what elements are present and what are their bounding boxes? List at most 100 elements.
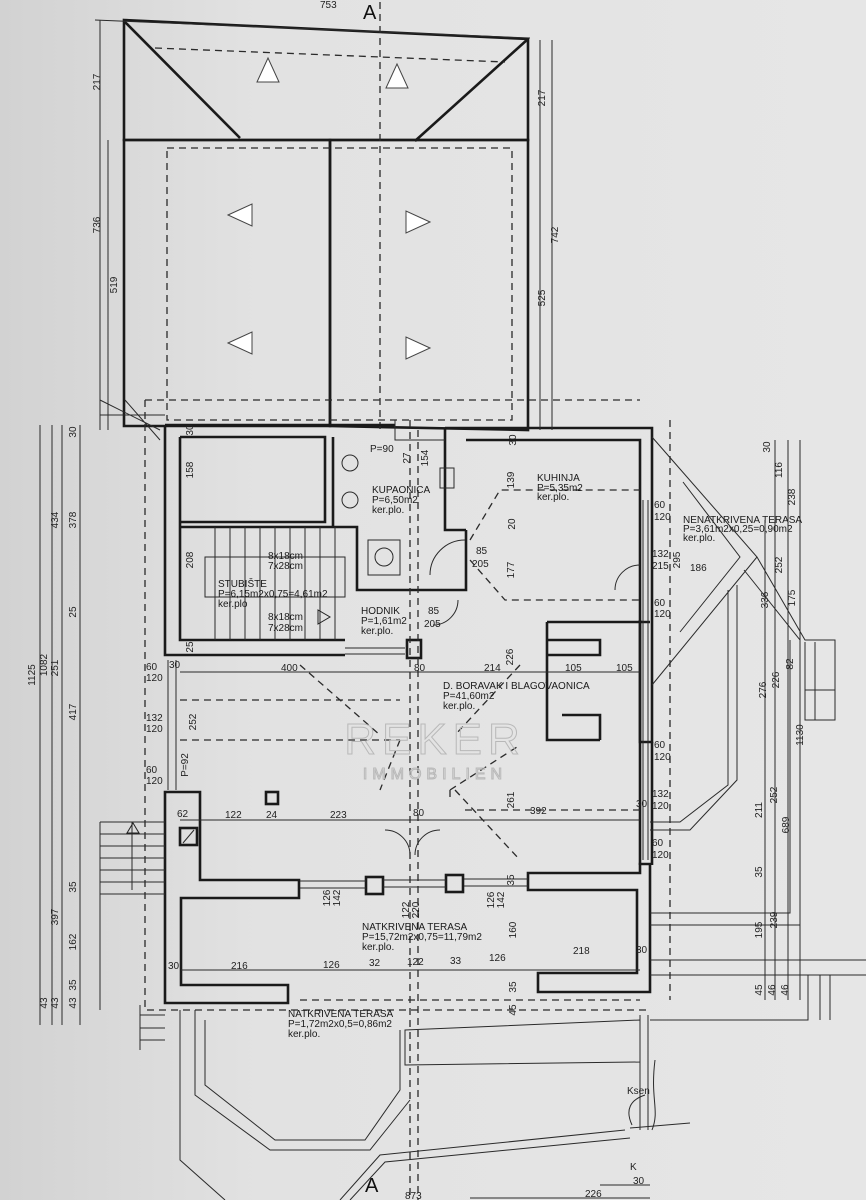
room-area: P=41,60m2 [443,691,495,702]
dimension-label: 35 [68,881,79,893]
dimension-label: 214 [484,663,501,674]
slope-arrow-left-icon [226,331,253,355]
dimension-label: 122 [407,957,424,968]
dimension-label: 20 [507,518,518,530]
stair-riser-note: 8x18cm [268,551,303,562]
dimension-label: 30 [169,660,181,671]
dimension-label: 1130 [795,724,806,746]
dimension-label: 132 [652,549,669,560]
watermark-logo: REKER IMMOBILIEN [344,715,526,784]
room-kupaonica: KUPAONICA P=6,50m2 ker.plo. [372,485,430,516]
dimension-label: 226 [771,671,782,688]
room-floor: ker.plo [218,599,248,610]
dimension-label: 132 [652,789,669,800]
slope-arrow-left-icon [226,203,253,227]
stair-notes: 8x18cm 7x28cm 8x18cm 7x28cm [268,551,303,634]
dimension-label: 216 [231,961,248,972]
room-area: P=15,72m2x0,75=11,79m2 [362,932,482,943]
room-name: HODNIK [361,606,400,617]
dimension-label: 122 [401,901,412,918]
dimension-label: 378 [68,511,79,528]
dimension-label: 120 [654,609,671,620]
room-dnevni-boravak: D. BORAVAK I BLAGOVAONICA P=41,60m2 ker.… [443,681,590,712]
dimension-label: 80 [413,808,425,819]
dimension-label: 120 [146,724,163,735]
svg-text:IMMOBILIEN: IMMOBILIEN [363,766,507,783]
dimension-label: 177 [506,561,517,578]
room-area: P=3,61m2x0,25=0,90m2 [683,524,793,535]
dimension-label: 208 [185,551,196,568]
dimension-label: 30 [636,799,648,810]
dimension-label: 105 [616,663,633,674]
dimension-label: 158 [185,461,196,478]
walls [163,420,654,1005]
dimension-label: 85 [428,606,440,617]
dimension-label: 85 [476,546,488,557]
stair-tread-note: 7x28cm [268,623,303,634]
dimension-label: 120 [652,850,669,861]
dimension-label: 126 [323,960,340,971]
dimension-label: 60 [654,598,666,609]
dimension-label: 126 [489,953,506,964]
stair-tread-note: 7x28cm [268,561,303,572]
room-name: KUPAONICA [372,485,430,496]
dimension-label: 239 [769,911,780,928]
dimension-label: 434 [50,511,61,528]
dimension-label: 45 [754,984,765,996]
room-floor: ker.plo. [537,492,569,503]
room-area: P=6,50m2 [372,495,418,506]
annotation-k: K [630,1162,637,1173]
dimension-label: 60 [146,765,158,776]
dimension-label: 336 [760,591,771,608]
dimension-label: 120 [146,673,163,684]
dimension-label: 261 [506,791,517,808]
dimension-label: 60 [654,740,666,751]
dimension-label: P=90 [370,444,394,455]
dimension-label: 120 [652,801,669,812]
dimension-label: 211 [754,802,765,818]
dashed-lines [144,399,671,1200]
dimension-label: 252 [769,786,780,803]
dimension-label: 217 [92,73,103,90]
slope-arrow-up-icon [256,56,280,83]
dimension-label: 126 [486,891,497,908]
dimension-label: 80 [414,663,426,674]
bottom-dim-226: 226 [585,1189,602,1200]
room-kuhinja: KUHINJA P=5,35m2 ker.plo. [537,473,583,503]
dimension-label: 417 [68,703,79,720]
dimension-label: 30 [762,441,773,453]
room-floor: ker.plo. [683,533,715,544]
room-area: P=5,35m2 [537,483,583,494]
slope-arrow-right-icon [405,210,432,234]
room-name: NATKRIVENA TERASA [362,922,468,933]
room-floor: ker.plo. [362,942,394,953]
room-hodnik: HODNIK P=1,61m2 ker.plo. [361,606,407,637]
dimension-label: 30 [168,961,180,972]
dimension-label: 252 [188,713,199,730]
dimension-label: 30 [185,424,196,436]
dimension-label: 1082 [39,653,50,676]
dimension-label: 525 [537,289,548,306]
dimension-label: 35 [506,874,517,886]
dimension-label: 43 [50,997,61,1009]
svg-text:REKER: REKER [344,715,526,764]
dimension-label: 33 [450,956,462,967]
dimension-label: 251 [50,659,61,676]
dimension-label: 62 [177,809,189,820]
dimension-label: 27 [402,452,413,464]
dimension-label: 126 [322,889,333,906]
dimension-label: 397 [50,908,61,925]
slope-arrow-up-icon [385,62,409,89]
dimension-label: 195 [754,921,765,938]
dimension-label: 35 [68,979,79,991]
room-name: NATKRIVENA TERASA [288,1009,394,1020]
dimension-label: 252 [774,556,785,573]
dimension-label: 30 [508,434,519,446]
dimension-label: 142 [496,891,507,908]
dimension-label: 160 [508,921,519,938]
dimension-label: 175 [787,589,798,606]
dimension-label: 139 [506,471,517,488]
dimension-label: 218 [573,946,590,957]
